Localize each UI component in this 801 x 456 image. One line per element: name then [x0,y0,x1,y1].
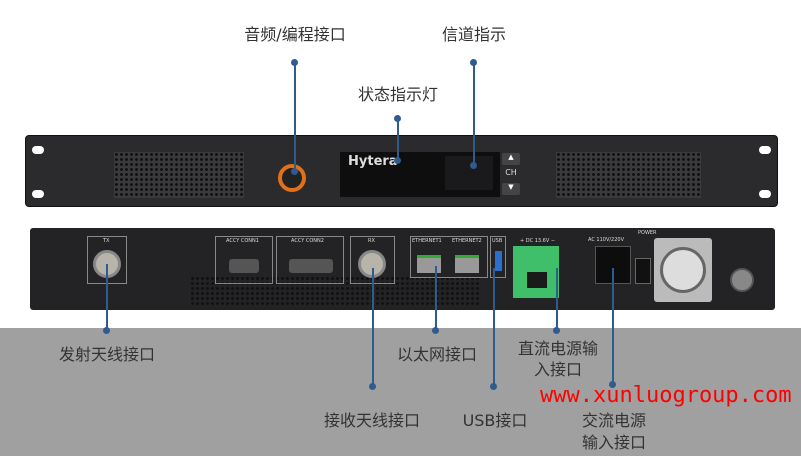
usb-port [495,251,502,271]
rx-label: RX [368,238,375,244]
callout-dot [369,383,376,390]
callout-dot [291,168,298,175]
bottom-background-band [0,328,801,456]
dc-terminal [527,272,547,288]
callout-dot [490,383,497,390]
callout-dc-input-line1: 直流电源输 [517,339,598,358]
front-panel: Hytera ▲ CH ▼ [25,135,778,207]
callout-channel-indicator: 信道指示 [441,25,506,44]
callout-line [397,118,399,160]
eth2-label: ETHERNET2 [452,238,482,244]
channel-display [445,156,493,190]
callout-dot [609,381,616,388]
callout-ac-input-line1: 交流电源 [581,411,646,430]
callout-rx-antenna: 接收天线接口 [323,411,420,430]
callout-ethernet: 以太网接口 [396,345,477,364]
callout-line [435,266,437,330]
callout-dot [432,327,439,334]
rear-panel: TX ACCY CONN1 ACCY CONN2 RX ETHERNET1 ET… [30,228,775,310]
callout-dot [394,157,401,164]
channel-up-button[interactable]: ▲ [502,153,520,165]
power-label: POWER [638,230,657,236]
callout-ac-input-line2: 输入接口 [581,433,646,452]
accy-conn1-frame: ACCY CONN1 [215,236,273,284]
accy2-label: ACCY CONN2 [291,238,324,244]
eth1-label: ETHERNET1 [412,238,442,244]
ac-label: AC 110V/220V [588,237,625,243]
brand-logo: Hytera [348,154,398,169]
power-switch[interactable] [635,258,651,284]
vent-grill [190,276,480,306]
mount-hole [759,146,771,154]
callout-line [106,264,108,330]
callout-audio-programming: 音频/编程接口 [244,25,346,44]
mount-hole [32,146,44,154]
watermark: www.xunluogroup.com [540,383,792,408]
channel-down-button[interactable]: ▼ [502,183,520,195]
callout-line [372,268,374,386]
channel-button[interactable]: CH [505,168,517,177]
ethernet2-port [455,255,479,273]
dc-power-connector [513,246,559,298]
vent-grill [114,152,244,198]
callout-dc-input-line2: 入接口 [533,360,582,379]
front-display: Hytera [340,152,500,197]
callout-line [612,268,614,386]
callout-status-led: 状态指示灯 [357,85,438,104]
callout-dot [470,162,477,169]
ethernet1-port [417,255,441,273]
callout-tx-antenna: 发射天线接口 [58,345,155,364]
callout-line [473,62,475,165]
tx-label: TX [103,238,110,244]
callout-line [556,268,558,330]
ethernet-frame: ETHERNET1 ETHERNET2 [410,236,488,278]
callout-line [493,268,495,386]
callout-line [294,62,296,172]
accy1-label: ACCY CONN1 [226,238,259,244]
usb-label: USB [492,238,503,244]
dc-label: + DC 13.6V − [520,238,556,244]
ground-terminal [730,268,754,292]
callout-usb: USB接口 [462,411,528,430]
vent-grill [556,152,701,198]
accy-conn2-frame: ACCY CONN2 [276,236,344,284]
mount-hole [759,190,771,198]
callout-dot [553,327,560,334]
accy-conn1-port [229,259,259,273]
mount-hole [32,190,44,198]
cooling-fan [654,238,712,302]
callout-dot [103,327,110,334]
usb-frame: USB [490,236,506,278]
accy-conn2-port [289,259,333,273]
